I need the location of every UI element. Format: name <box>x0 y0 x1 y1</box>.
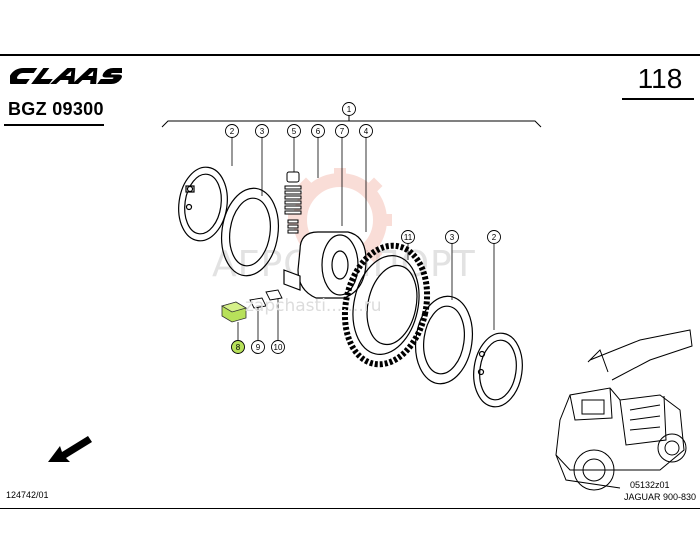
callout-3-left: 3 <box>260 127 265 136</box>
assembly-bracket <box>161 116 542 128</box>
claas-logo-graphic <box>7 68 128 84</box>
callout-labels: 1 2 3 5 6 7 4 11 3 2 8 9 10 <box>230 105 497 352</box>
page-number: 118 <box>637 63 683 94</box>
snap-ring-right <box>473 332 523 408</box>
header-underline-right <box>622 98 694 100</box>
snap-ring-left <box>178 166 228 242</box>
watermark-subtext: zapchasti.......ru <box>245 296 382 316</box>
header-underline-left <box>4 124 104 126</box>
leader-lines <box>231 137 495 340</box>
small-parts-9-10 <box>249 289 283 309</box>
machine-model: JAGUAR 900-830 <box>624 492 697 502</box>
direction-arrow-icon <box>48 436 92 462</box>
claas-logo <box>7 66 128 93</box>
forage-harvester-illustration <box>555 329 693 491</box>
callout-5: 5 <box>292 127 297 136</box>
washer-left <box>221 187 279 277</box>
callout-2-left: 2 <box>230 127 235 136</box>
callout-1: 1 <box>347 105 352 114</box>
callout-8: 8 <box>236 343 241 352</box>
document-reference: 124742/01 <box>6 490 49 500</box>
callout-4: 4 <box>364 127 369 136</box>
group-code: BGZ 09300 <box>8 99 104 119</box>
callout-2-right: 2 <box>492 233 497 242</box>
washer-right <box>415 295 473 385</box>
sprocket-wheel <box>341 242 431 368</box>
highlighted-part-8 <box>221 301 247 323</box>
callout-9: 9 <box>256 343 261 352</box>
callout-11: 11 <box>404 233 413 242</box>
callout-7: 7 <box>340 127 345 136</box>
callout-markers <box>225 102 501 354</box>
callout-3-right: 3 <box>450 233 455 242</box>
callout-6: 6 <box>316 127 321 136</box>
callout-10: 10 <box>274 343 283 352</box>
illustration-reference: 05132z01 <box>630 480 670 490</box>
parts-sheet-frame <box>0 54 700 509</box>
spring-assembly <box>284 171 302 234</box>
hub-part <box>283 231 367 299</box>
